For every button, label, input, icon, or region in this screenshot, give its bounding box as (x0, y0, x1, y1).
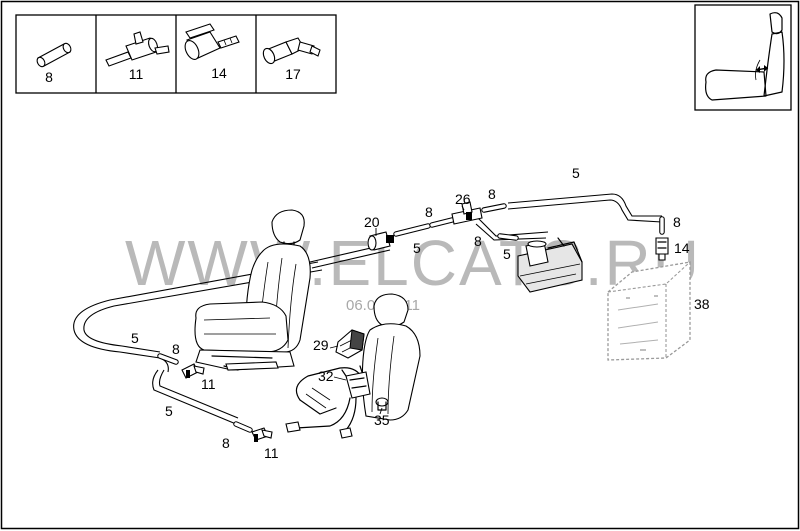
callout-11: 11 (264, 445, 279, 461)
callout-35: 35 (374, 412, 390, 428)
t-connector-icon (105, 31, 170, 67)
leader-lines (329, 205, 465, 415)
fitting-35 (375, 397, 389, 411)
pump-unit (517, 237, 583, 293)
check-valve-icon (184, 23, 240, 60)
callout-14: 14 (674, 240, 690, 256)
seat-cushion-32 (295, 367, 363, 415)
callout-8: 8 (172, 341, 180, 357)
bracket-hose (285, 397, 357, 439)
elbow-connector-icon (262, 37, 321, 65)
callout-20: 20 (364, 214, 380, 230)
control-unit-38 (607, 261, 691, 361)
legend-label: 8 (45, 69, 53, 85)
callout-8: 8 (488, 186, 496, 202)
left-hose-run (73, 261, 323, 433)
callout-29: 29 (313, 337, 329, 353)
lumbar-arrow-icon (755, 65, 769, 73)
callout-5: 5 (413, 240, 421, 256)
callout-8: 8 (222, 435, 230, 451)
legend-label: 14 (211, 65, 227, 81)
callout-26: 26 (455, 191, 471, 207)
legend-box: 8 11 14 17 (15, 14, 337, 94)
callout-32: 32 (318, 368, 334, 384)
pump-29 (335, 329, 365, 359)
callout-8: 8 (474, 233, 482, 249)
seat-locator-box (694, 4, 792, 111)
callout-5: 5 (131, 330, 139, 346)
tube-piece-icon (36, 42, 72, 68)
legend-label: 11 (129, 66, 144, 82)
seat-left (194, 209, 311, 371)
t-piece-26 (451, 201, 483, 225)
connector-11-left (181, 363, 205, 379)
callout-5: 5 (572, 165, 580, 181)
valve-20 (367, 231, 394, 251)
callout-5: 5 (165, 403, 173, 419)
callout-38: 38 (694, 296, 710, 312)
callout-8: 8 (425, 204, 433, 220)
seat-right (361, 293, 421, 421)
callout-5: 5 (503, 246, 511, 262)
seat-outline-icon (705, 12, 785, 101)
callout-11: 11 (201, 376, 216, 392)
center-hose-run (309, 193, 665, 269)
legend-label: 17 (285, 66, 301, 82)
callout-8: 8 (673, 214, 681, 230)
connector-11-bottom (251, 427, 273, 442)
check-valve-14 (655, 237, 669, 261)
mount-bracket (341, 365, 371, 399)
